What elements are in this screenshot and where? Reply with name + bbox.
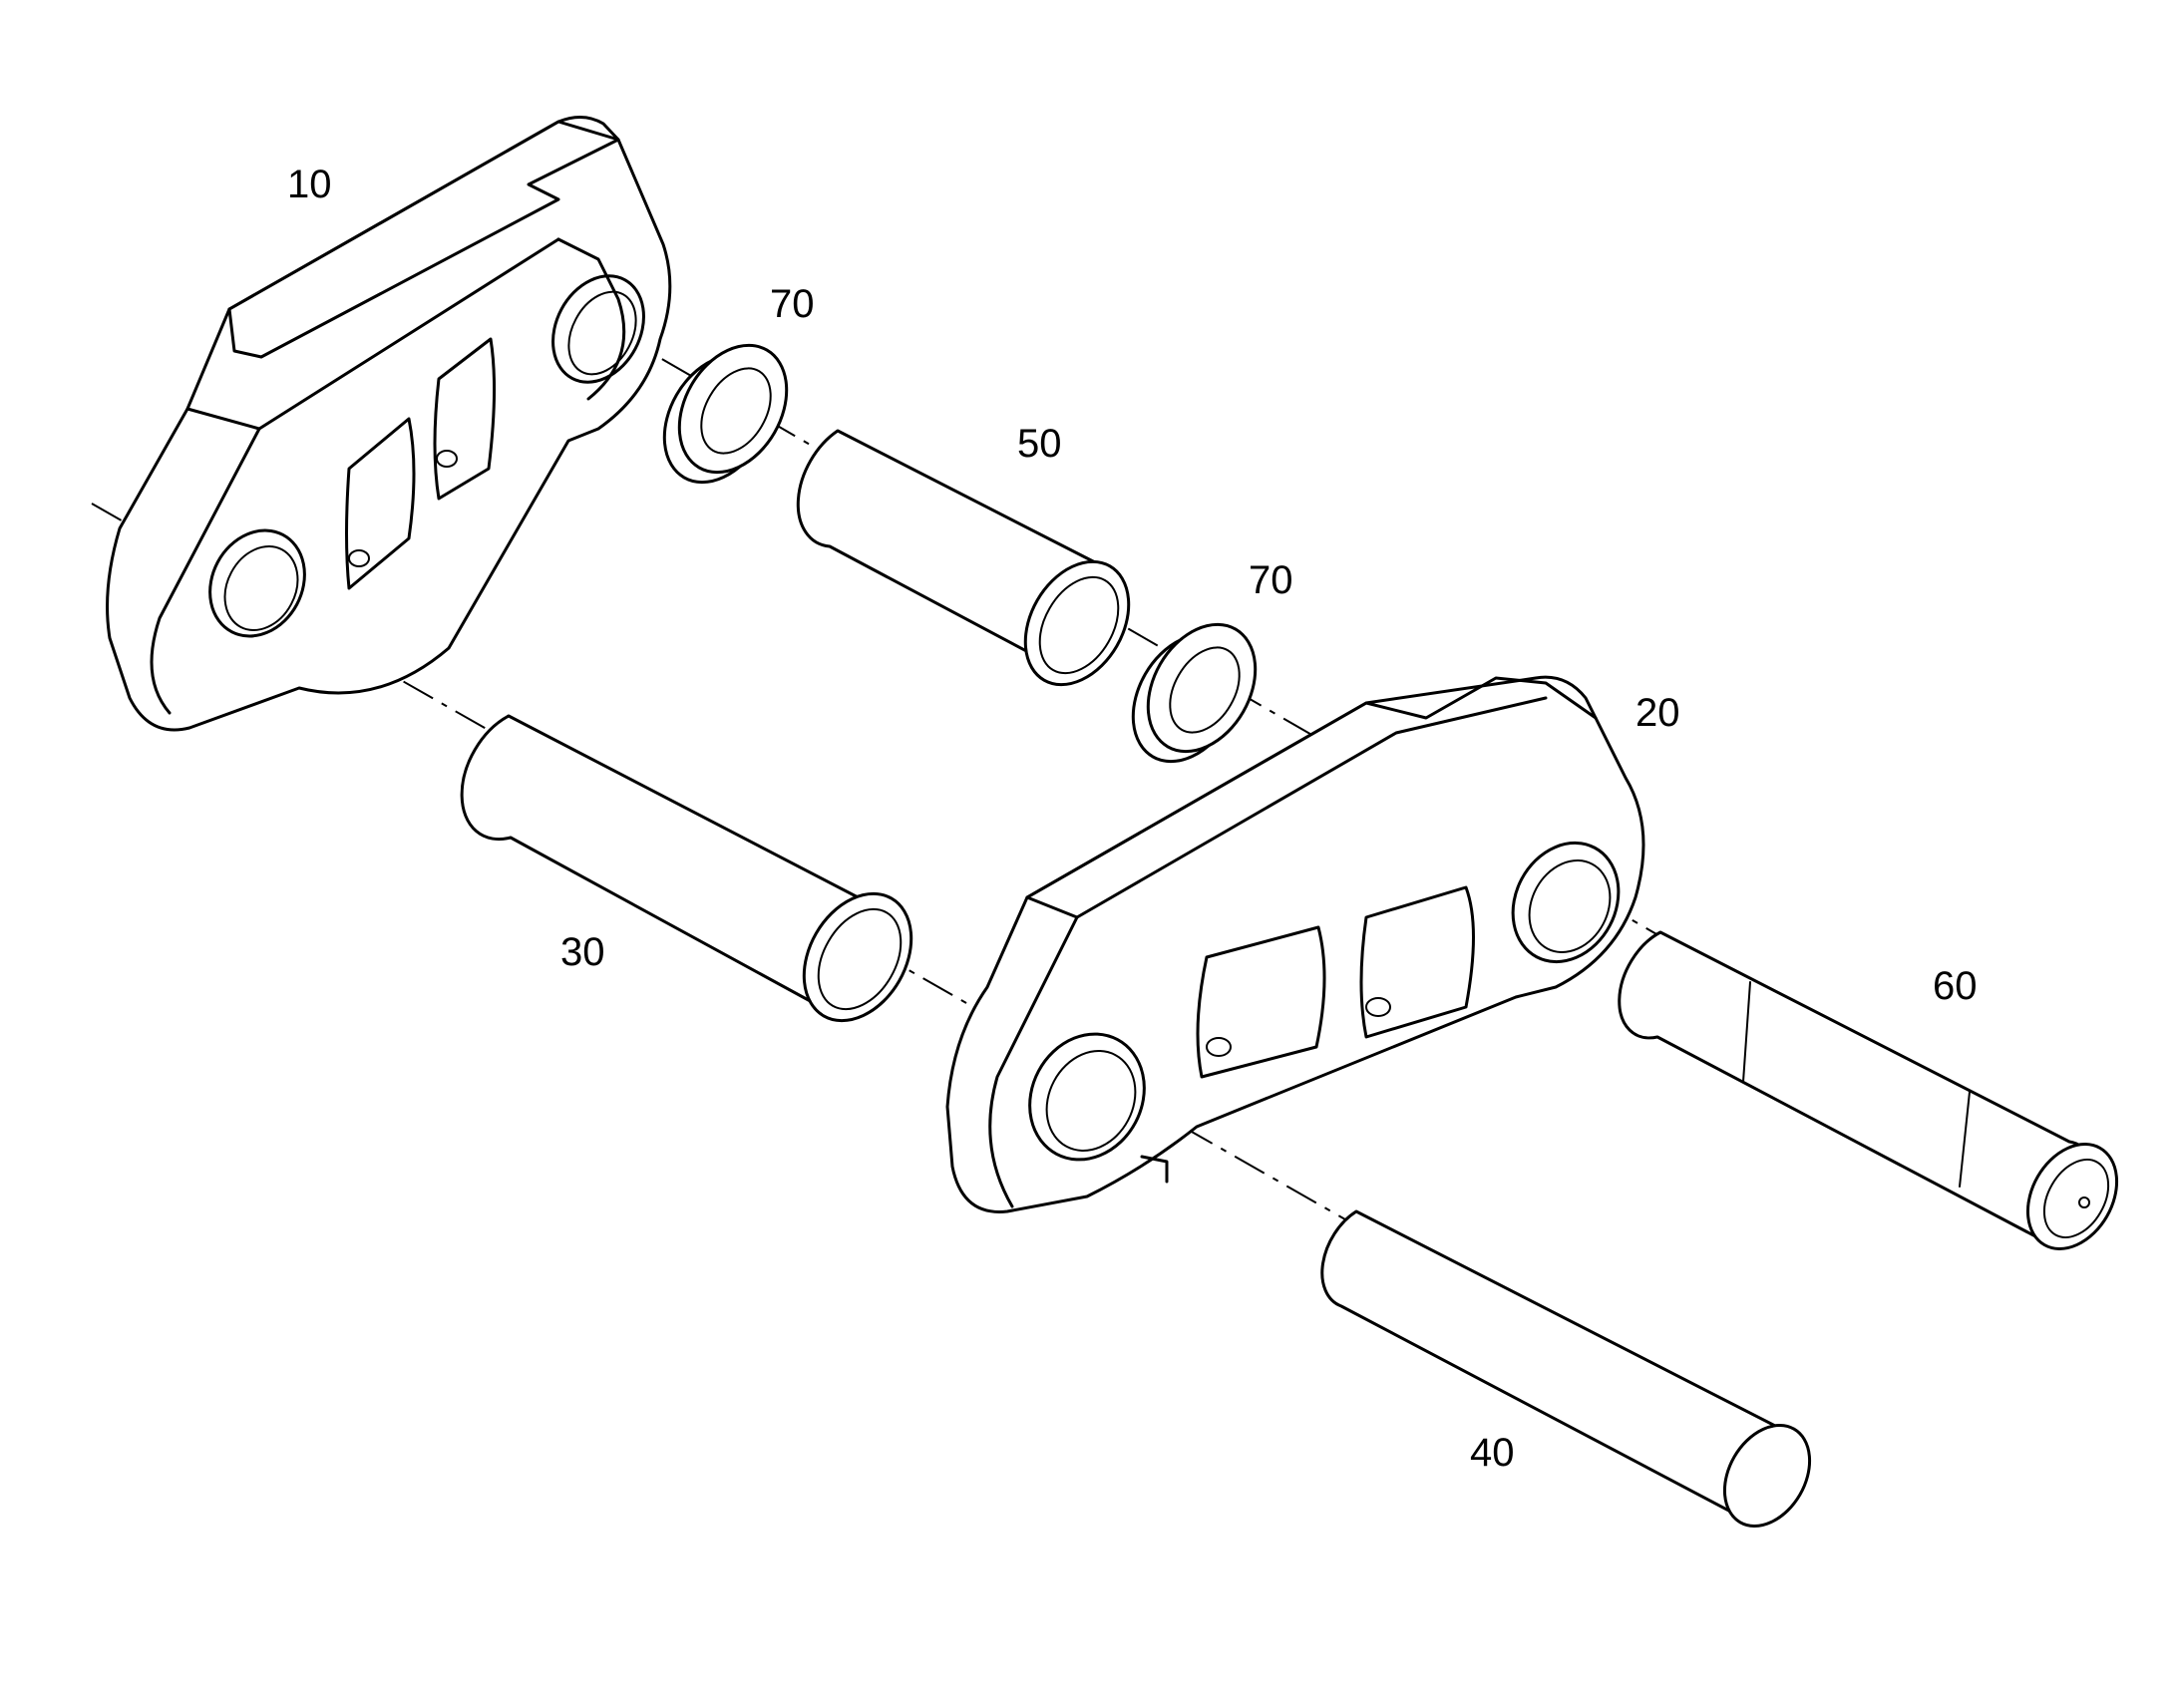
seal-70-lower [1131, 622, 1258, 764]
label-20: 20 [1635, 691, 1680, 735]
link-20 [945, 675, 1645, 1213]
bushing-30 [460, 714, 913, 1023]
label-70-lower: 70 [1249, 558, 1293, 602]
pin-60 [1618, 930, 2119, 1250]
link-10 [106, 116, 672, 732]
label-10: 10 [287, 163, 332, 206]
label-40: 40 [1470, 1431, 1515, 1475]
label-60: 60 [1933, 964, 1978, 1008]
pin-60-band-2 [1959, 1091, 1971, 1188]
label-70-upper: 70 [770, 282, 815, 326]
label-30: 30 [560, 930, 605, 974]
pin-60-band-1 [1742, 981, 1751, 1083]
pin-40 [1320, 1209, 1812, 1528]
reference-labels: 10 70 50 70 20 30 60 40 [287, 163, 1978, 1475]
seal-70-upper [662, 343, 789, 485]
label-50: 50 [1017, 422, 1062, 466]
bushing-50 [796, 429, 1131, 687]
